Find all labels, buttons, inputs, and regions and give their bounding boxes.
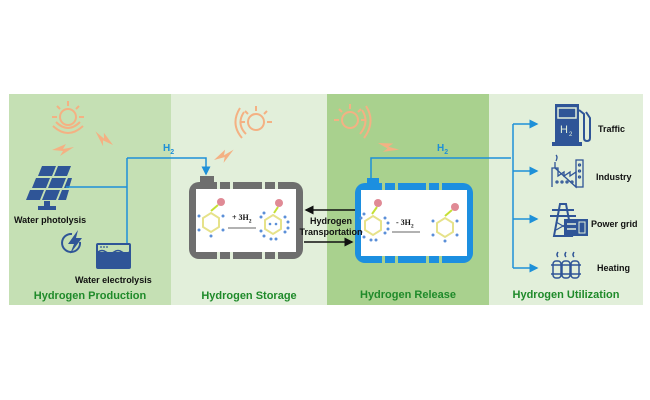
water-photolysis-label: Water photolysis xyxy=(14,215,87,225)
utilization-label-industry: Industry xyxy=(596,172,632,182)
lightning-bolt-icon xyxy=(214,149,234,163)
electricity-icon xyxy=(61,230,82,254)
h2-label: H2 xyxy=(163,143,174,156)
sun-icon xyxy=(333,103,372,139)
release-reaction-label: - 3H2 xyxy=(396,218,414,230)
sun-icon xyxy=(234,105,273,139)
power-tower-icon xyxy=(550,203,588,237)
solar-panel-icon xyxy=(26,166,72,210)
aromatic-molecule xyxy=(431,203,459,243)
svg-text:2: 2 xyxy=(569,132,573,138)
utilization-label-heating: Heating xyxy=(597,263,631,273)
utilization-label-power-grid: Power grid xyxy=(591,219,638,229)
stage-label-release: Hydrogen Release xyxy=(360,289,456,301)
factory-icon xyxy=(551,154,584,189)
svg-text:H: H xyxy=(560,124,568,136)
fuel-pump-h2-icon: H 2 xyxy=(552,104,591,146)
lightning-bolt-icon xyxy=(378,143,400,152)
h2-label-text: H2 xyxy=(163,143,175,156)
saturated-molecule xyxy=(259,199,290,241)
stage-label-utilization: Hydrogen Utilization xyxy=(512,289,620,301)
radiator-icon xyxy=(551,251,581,279)
release-tank xyxy=(355,178,473,263)
h2-label-text: H2 xyxy=(437,143,449,156)
sun-icon xyxy=(51,100,85,134)
storage-reaction-label: + 3H2 xyxy=(232,213,252,225)
transport-label-line1: Hydrogen xyxy=(309,216,352,226)
h2-pipe xyxy=(66,157,211,243)
stage-label-production: Hydrogen Production xyxy=(33,290,147,302)
utilization-label-traffic: Traffic xyxy=(598,124,626,134)
water-electrolysis-label: Water electrolysis xyxy=(75,275,152,285)
aromatic-molecule xyxy=(197,198,225,238)
transport-label-line2: Transportation xyxy=(299,227,363,237)
electrolysis-tank-icon xyxy=(96,243,131,269)
h2-pipe xyxy=(370,119,539,273)
h2-label: H2 xyxy=(437,143,448,156)
stage-label-storage: Hydrogen Storage xyxy=(201,290,297,302)
lightning-bolt-icon xyxy=(95,131,113,147)
lightning-bolt-icon xyxy=(52,144,74,156)
saturated-molecule xyxy=(359,199,390,242)
